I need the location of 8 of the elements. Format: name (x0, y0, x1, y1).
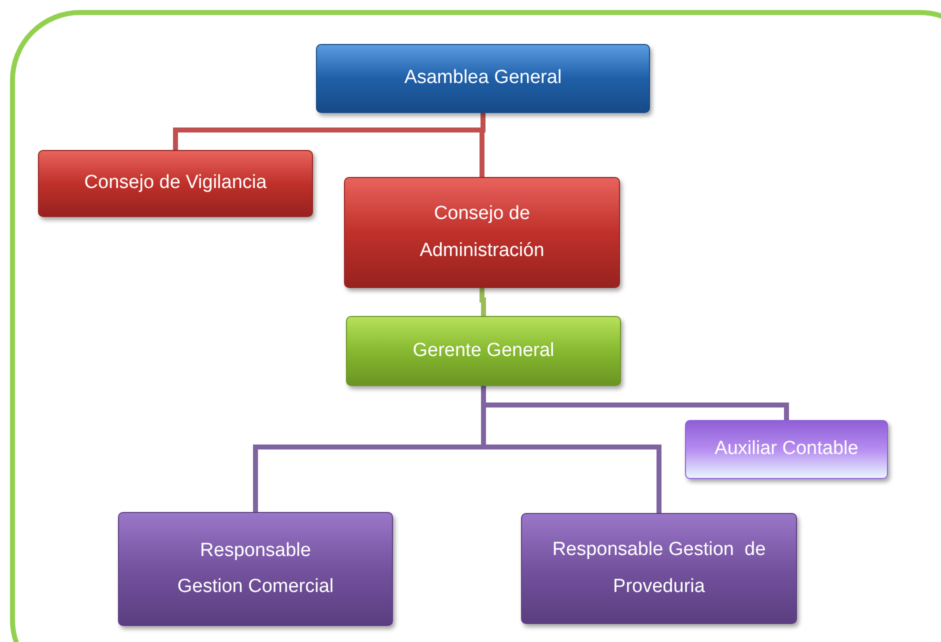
org-box: Responsable Gestion Comercial (118, 512, 393, 626)
org-box: Gerente General (346, 316, 621, 386)
org-box: Consejo de Administración (344, 177, 620, 288)
org-box: Consejo de Vigilancia (38, 150, 313, 217)
org-box: Auxiliar Contable (685, 420, 888, 479)
connector-line (480, 288, 486, 316)
org-box: Responsable Gestion de Proveduria (521, 513, 797, 624)
org-box: Asamblea General (316, 44, 650, 113)
